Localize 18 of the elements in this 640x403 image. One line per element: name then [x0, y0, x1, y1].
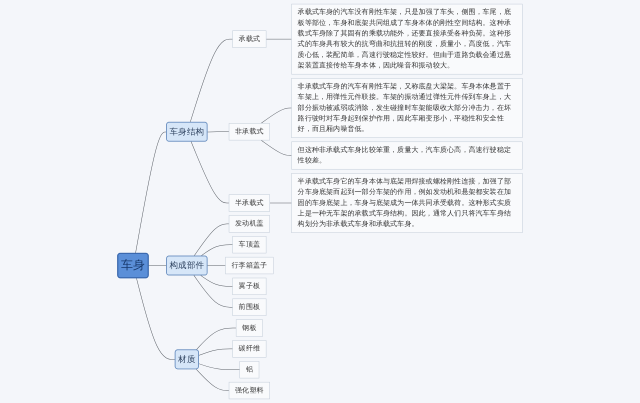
connector — [194, 224, 230, 257]
connector — [200, 275, 233, 287]
connector — [207, 265, 226, 266]
connector — [190, 38, 233, 123]
connector — [260, 140, 292, 156]
connector — [260, 108, 292, 124]
connector — [266, 38, 292, 40]
connector — [196, 368, 230, 391]
connector — [148, 265, 168, 266]
connector — [135, 132, 168, 254]
connector — [196, 328, 236, 350]
connector — [198, 363, 240, 370]
connector — [136, 278, 176, 360]
connector — [194, 275, 233, 308]
connector — [198, 348, 233, 356]
connector — [269, 202, 292, 204]
connector — [200, 244, 233, 257]
connector — [190, 141, 230, 204]
